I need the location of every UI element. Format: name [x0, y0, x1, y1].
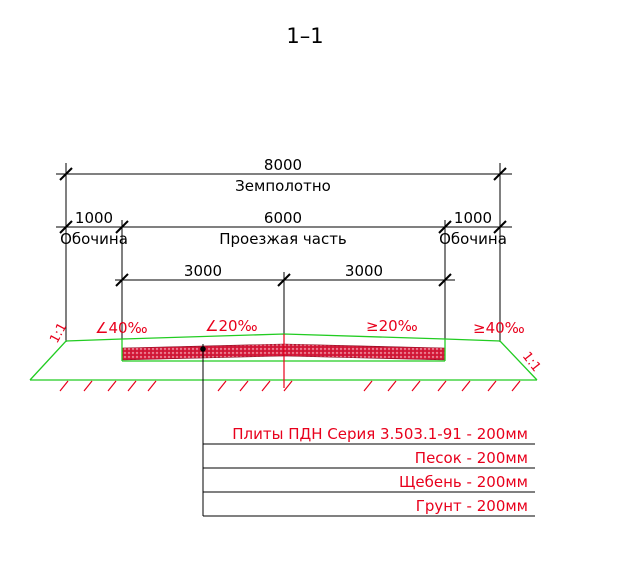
dim-left-label: Обочина — [60, 230, 128, 248]
section-label: 1–1 — [286, 24, 323, 48]
dim-half-left-value: 3000 — [184, 262, 222, 280]
layer-3-label: Щебень - 200мм — [399, 473, 528, 491]
slope-shoulder-right: ≥40‰ — [473, 319, 525, 337]
slope-embankment-right: 1:1 — [519, 349, 544, 375]
dim-left-value: 1000 — [75, 209, 113, 227]
ground-hatching — [59, 380, 521, 392]
slope-embankment-left: 1:1 — [47, 320, 70, 346]
slope-shoulder-left: ∠40‰ — [95, 319, 148, 337]
dim-total-label: Земполотно — [235, 177, 331, 195]
dimension-lines — [56, 163, 512, 385]
layer-4-label: Грунт - 200мм — [416, 497, 528, 515]
dim-center-value: 6000 — [264, 209, 302, 227]
layer-2-label: Песок - 200мм — [415, 449, 528, 467]
layer-1-label: Плиты ПДН Серия 3.503.1-91 - 200мм — [232, 425, 528, 443]
dim-total-value: 8000 — [264, 156, 302, 174]
slope-carriage-left: ∠20‰ — [205, 317, 258, 335]
slope-carriage-right: ≥20‰ — [366, 317, 418, 335]
dim-center-label: Проезжая часть — [219, 230, 347, 248]
dim-half-right-value: 3000 — [345, 262, 383, 280]
callout-anchor-dot — [200, 346, 206, 352]
dim-right-value: 1000 — [454, 209, 492, 227]
dim-right-label: Обочина — [439, 230, 507, 248]
layer-callout-lines — [202, 344, 535, 517]
